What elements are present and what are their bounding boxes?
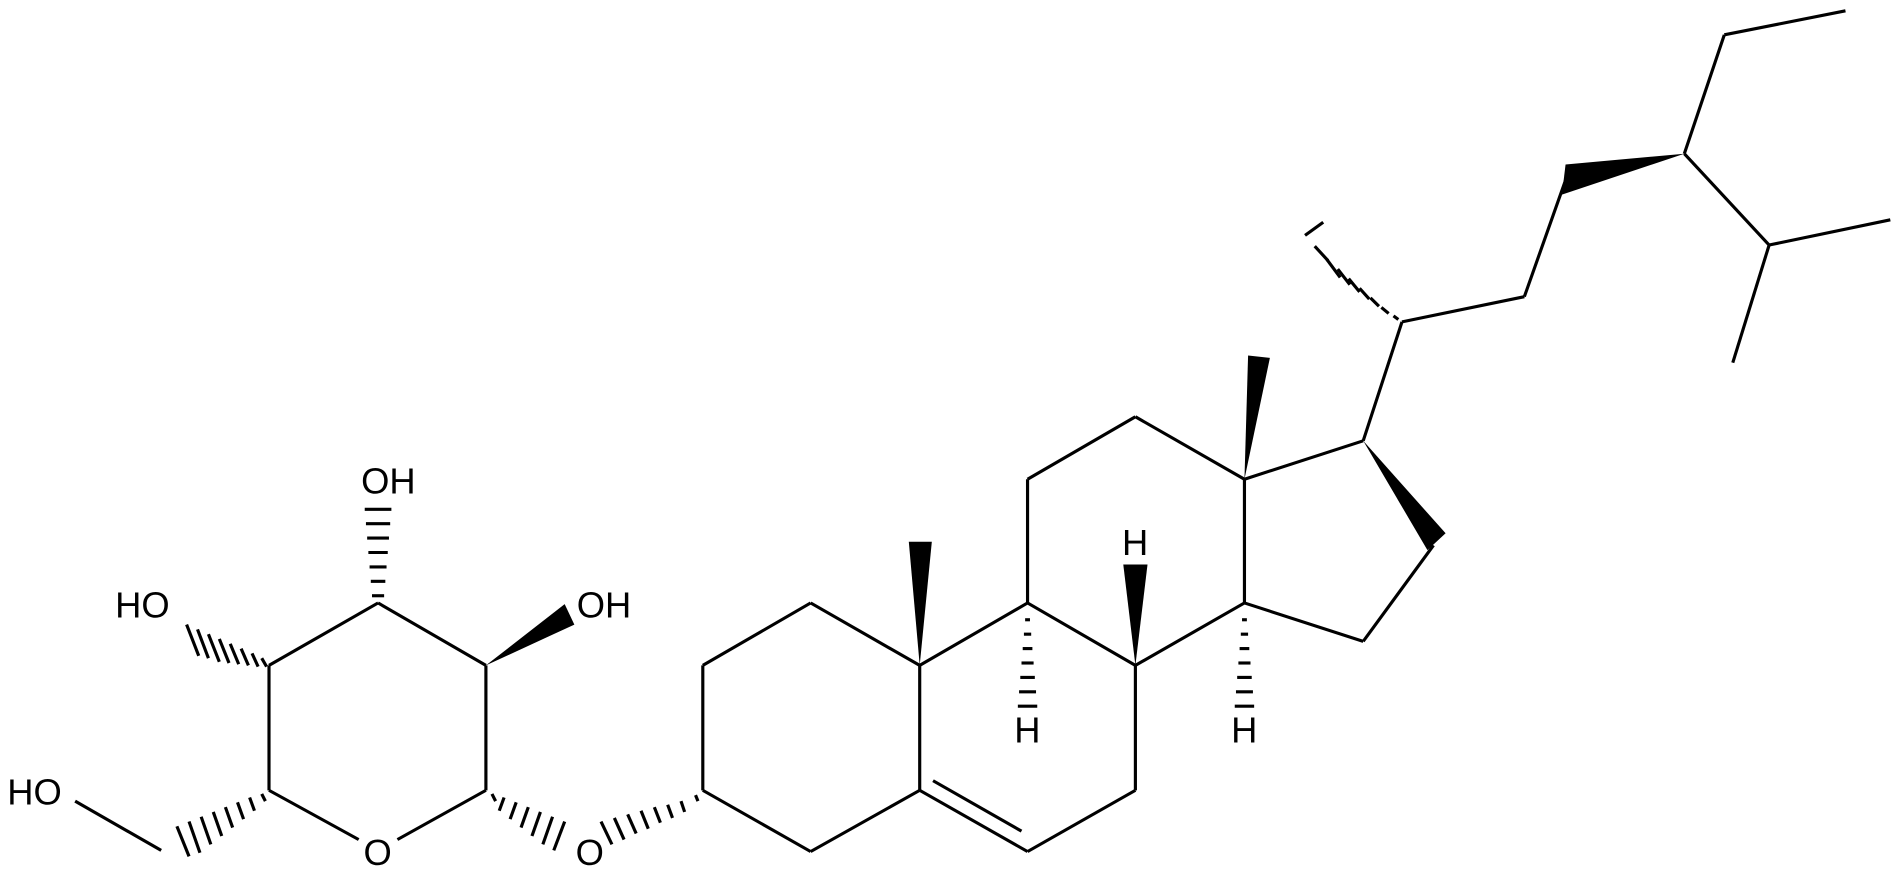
wedge-bond-c8-h [1123,564,1148,666]
hash-bond-o-c3 [599,794,700,846]
steroid-ring-c [1025,415,1247,667]
wedge-bond-c2-oh [485,604,575,666]
wedge-bond-c23-c24 [1561,153,1685,195]
hash-bond-c5-ch2 [175,793,267,857]
hash-bond-c4-oh [185,624,268,668]
sugar-ring [267,601,488,841]
wedge-bond-c17-c16 [1363,440,1446,551]
hash-bond-c14-h [1234,618,1255,708]
atom-label-ho: HO [7,772,62,813]
double-bond-inner [932,779,1023,833]
wedge-bond-c13-methyl [1244,355,1270,480]
side-chain [1361,9,1891,442]
hash-bond-c20-methyl [1304,220,1400,321]
hash-bond-c3-oh [364,507,392,598]
atom-label-h: H [1014,709,1040,750]
wedge-bond-c10-methyl [908,541,932,666]
steroid-ring-b [918,601,1137,853]
atom-label-oh: OH [577,585,632,626]
hash-bond-c1-o [490,793,567,851]
atom-label-ring-oxygen: O [364,832,392,873]
hash-bond-c9-h [1017,618,1038,708]
atom-label-glycosidic-oxygen: O [576,832,604,873]
atom-label-oh: OH [361,461,416,502]
bond-ch2-oh [74,799,162,852]
atom-label-h: H [1122,522,1148,563]
steroid-ring-a [701,601,922,853]
atom-label-ho: HO [115,585,170,626]
atom-label-h: H [1231,709,1257,750]
steroid-ring-d [1243,439,1435,643]
